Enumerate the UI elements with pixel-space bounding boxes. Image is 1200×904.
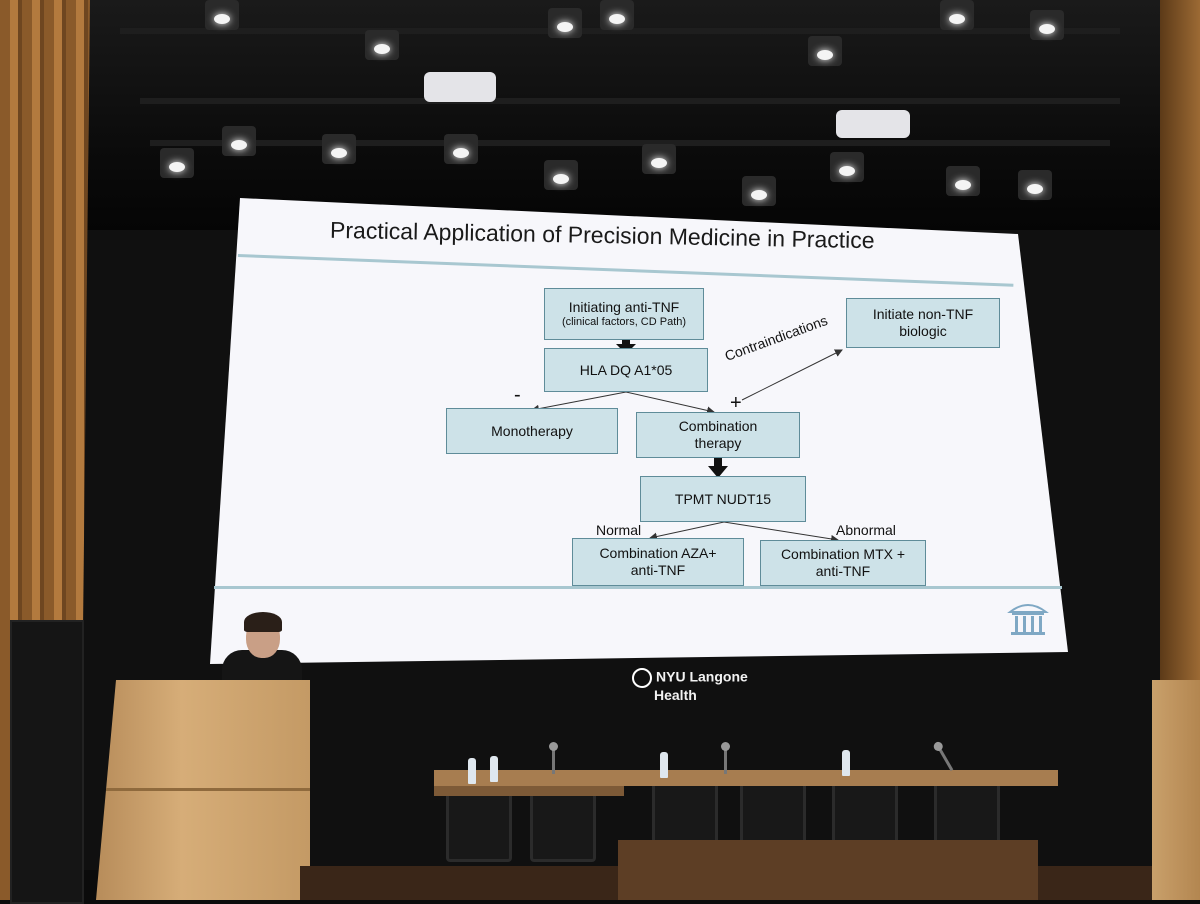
university-seal-icon <box>1007 604 1049 635</box>
box-text: Combination <box>678 418 758 435</box>
arrow-head <box>708 466 728 478</box>
stage-light <box>222 126 256 156</box>
speaker-hair <box>244 612 282 632</box>
stage-light <box>1030 10 1064 40</box>
speaker-cluster <box>424 72 496 102</box>
combination-mtx-box: Combination MTX + anti-TNF <box>760 540 926 586</box>
panel-table <box>434 770 1058 786</box>
box-text: TPMT NUDT15 <box>674 490 772 507</box>
stage-light <box>160 148 194 178</box>
microphone <box>721 742 730 774</box>
presentation-slide: Practical Application of Precision Medic… <box>210 198 1068 664</box>
box-text: Monotherapy <box>491 422 573 439</box>
microphone <box>549 742 558 774</box>
initiate-non-tnf-box: Initiate non-TNF biologic <box>846 298 1000 348</box>
box-text: biologic <box>899 323 947 339</box>
combination-aza-box: Combination AZA+ anti-TNF <box>572 538 744 586</box>
negative-sign: - <box>514 384 521 406</box>
stage-light <box>548 8 582 38</box>
stage-light <box>830 152 864 182</box>
table-edge <box>434 786 624 796</box>
monotherapy-box: Monotherapy <box>446 408 618 454</box>
water-bottle <box>842 750 850 776</box>
connector-to-mtx <box>723 521 839 543</box>
stage-light <box>444 134 478 164</box>
stage-light <box>322 134 356 164</box>
brand-line2: Health <box>654 687 697 703</box>
chair <box>446 786 512 862</box>
stage-light <box>946 166 980 196</box>
combination-therapy-box: Combination therapy <box>636 412 800 458</box>
stage-light <box>544 160 578 190</box>
abnormal-label: Abnormal <box>836 522 896 538</box>
lighting-truss <box>140 98 1120 104</box>
normal-label: Normal <box>596 522 642 538</box>
torch-icon <box>632 668 652 688</box>
side-lectern <box>1152 680 1200 900</box>
box-text: Combination AZA+ <box>599 545 717 562</box>
tpmt-nudt15-box: TPMT NUDT15 <box>640 476 806 522</box>
stage-light <box>365 30 399 60</box>
arrow-shaft <box>714 457 722 469</box>
box-text: therapy <box>694 435 742 451</box>
brand-line1: NYU Langone <box>656 668 748 685</box>
lighting-truss <box>120 28 1120 34</box>
box-text: anti-TNF <box>630 562 686 578</box>
stage-light <box>742 176 776 206</box>
connector-to-combination <box>625 391 715 415</box>
box-text: Initiate non-TNF <box>872 306 974 323</box>
chair <box>530 786 596 862</box>
stage-light <box>940 0 974 30</box>
footer-divider <box>214 586 1062 589</box>
stage-light <box>205 0 239 30</box>
arrow-shaft <box>622 335 630 345</box>
connector-to-monotherapy <box>531 391 627 413</box>
initiating-anti-tnf-box: Initiating anti-TNF (clinical factors, C… <box>544 288 704 340</box>
hla-dq-box: HLA DQ A1*05 <box>544 348 708 392</box>
connector-to-non-tnf <box>741 349 843 401</box>
box-text: anti-TNF <box>815 563 871 579</box>
box-subtext: (clinical factors, CD Path) <box>561 315 687 328</box>
stage-light <box>642 144 676 174</box>
stage-light <box>600 0 634 30</box>
water-bottle <box>490 756 498 782</box>
podium-seam <box>106 788 310 791</box>
lighting-truss <box>150 140 1110 146</box>
box-text: HLA DQ A1*05 <box>579 361 673 378</box>
stage-light <box>1018 170 1052 200</box>
nyu-langone-logo: NYU Langone Health <box>632 668 748 703</box>
stage-light <box>808 36 842 66</box>
box-text: Initiating anti-TNF <box>568 299 680 315</box>
box-text: Combination MTX + <box>780 546 906 563</box>
water-bottle <box>660 752 668 778</box>
ceiling-rig <box>0 0 1200 230</box>
positive-sign: + <box>730 392 742 414</box>
table-skirt <box>618 840 1038 900</box>
side-door <box>10 620 84 904</box>
speaker-cluster <box>836 110 910 138</box>
water-bottle <box>468 758 476 784</box>
connector-to-aza <box>649 521 725 541</box>
